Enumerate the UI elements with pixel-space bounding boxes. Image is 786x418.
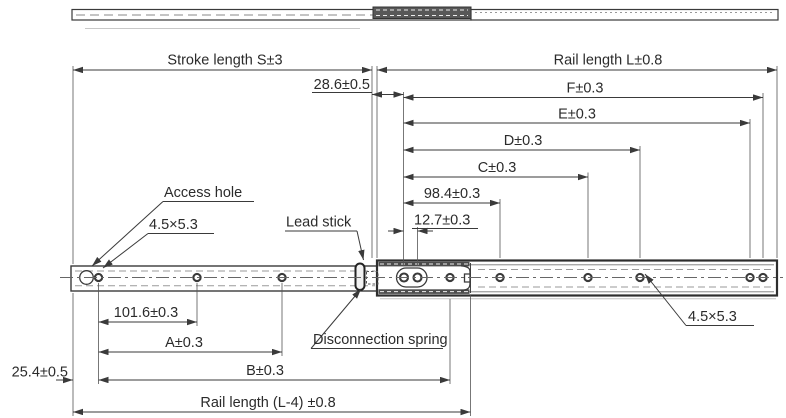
offset-25-4-label: 25.4±0.5 bbox=[12, 365, 68, 381]
rail-length-l4-label: Rail length (L-4) ±0.8 bbox=[200, 395, 335, 411]
callout-leaders bbox=[91, 92, 754, 349]
e-label: E±0.3 bbox=[558, 107, 596, 123]
access-hole-leader bbox=[91, 201, 164, 267]
dimension-labels: Stroke length S±3 Rail length L±0.8 28.6… bbox=[12, 53, 737, 412]
d-label: D±0.3 bbox=[504, 133, 543, 149]
hole-size-front-leader bbox=[102, 233, 149, 269]
disconnection-spring-leader bbox=[310, 288, 362, 349]
access-hole-label: Access hole bbox=[164, 185, 242, 201]
disconnection-spring-label: Disconnection spring bbox=[313, 332, 448, 348]
inner-rail-member bbox=[70, 265, 378, 292]
closed-inner-rail bbox=[470, 8, 779, 21]
hole-size-front-label: 4.5×5.3 bbox=[149, 217, 198, 233]
extension-lines bbox=[72, 66, 778, 416]
dimension-lines bbox=[56, 66, 777, 416]
lead-stick-part bbox=[354, 262, 366, 291]
top-closed-view bbox=[71, 6, 779, 29]
b-label: B±0.3 bbox=[246, 363, 284, 379]
hole-size-rear-leader bbox=[644, 273, 687, 326]
lead-stick-label: Lead stick bbox=[286, 215, 352, 231]
closed-overlap-section bbox=[372, 6, 472, 19]
c-label: C±0.3 bbox=[478, 160, 517, 176]
a-label: A±0.3 bbox=[165, 335, 203, 351]
pitch-12-7-label: 12.7±0.3 bbox=[414, 213, 470, 229]
f-label: F±0.3 bbox=[567, 81, 604, 97]
pitch-101-6-label: 101.6±0.3 bbox=[114, 305, 178, 321]
main-side-view bbox=[60, 259, 783, 300]
stroke-length-label: Stroke length S±3 bbox=[167, 53, 282, 69]
rail-length-label: Rail length L±0.8 bbox=[554, 53, 663, 69]
offset-28-6-label: 28.6±0.5 bbox=[314, 77, 370, 93]
lead-stick-leader bbox=[356, 230, 365, 261]
hole-size-rear-label: 4.5×5.3 bbox=[688, 309, 737, 325]
pitch-98-4-label: 98.4±0.3 bbox=[424, 186, 480, 202]
